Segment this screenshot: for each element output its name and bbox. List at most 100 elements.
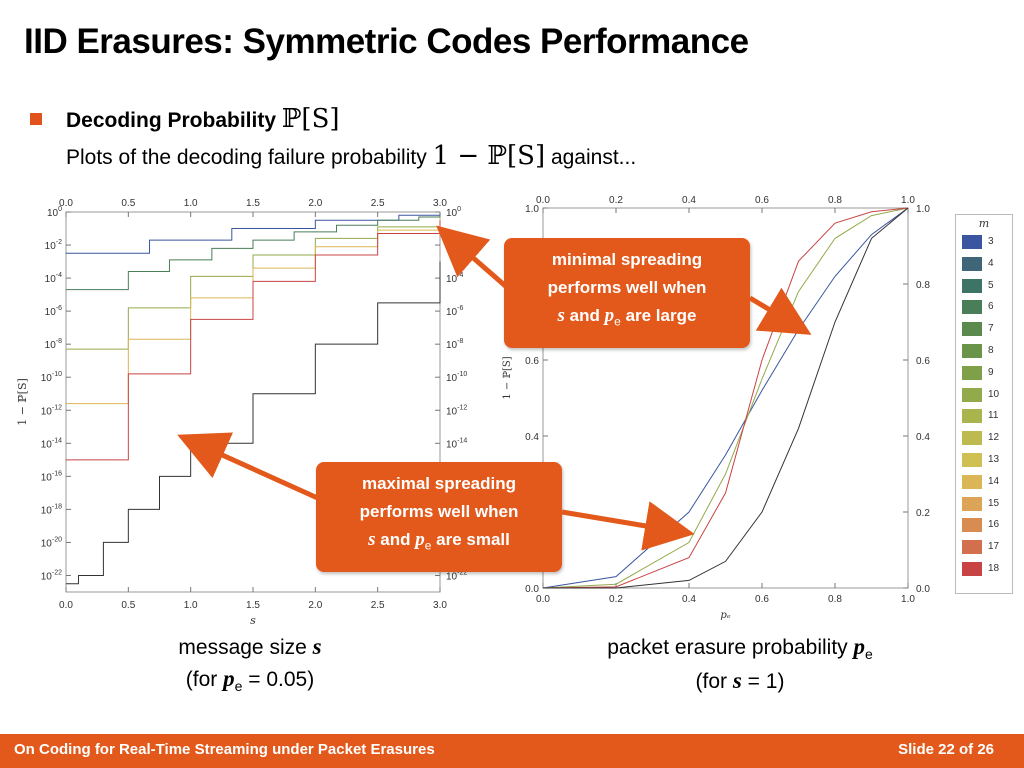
callout-and: and <box>569 306 600 325</box>
legend-title: m <box>978 217 990 230</box>
arrow-to-right-bottom <box>561 501 695 551</box>
legend-swatch <box>962 278 982 293</box>
arrow-to-right-top <box>748 287 812 335</box>
bullet-subtext-math: 1 − ℙ[S] <box>432 141 546 171</box>
y-tick-label: 0.6 <box>525 356 539 367</box>
y-tick-exp: -12 <box>52 404 62 411</box>
arrow-to-left-bottom <box>177 432 324 503</box>
x-axis-label: s <box>250 614 256 627</box>
legend-item: 6 <box>962 300 1008 316</box>
callout-and: and <box>380 530 411 549</box>
legend-swatch <box>962 344 982 358</box>
x-tick-label: 1.0 <box>184 600 198 611</box>
series-line <box>542 207 909 589</box>
legend-item: 9 <box>962 365 1008 382</box>
caption-left-sub: e <box>234 678 243 695</box>
slide-number: Slide 22 of 26 <box>898 741 994 758</box>
y-tick-exp: -18 <box>52 503 62 510</box>
x-tick-label: 0.6 <box>755 195 769 206</box>
legend-label: 17 <box>988 541 1000 553</box>
callout-line3: s and pe are small <box>316 526 562 559</box>
legend-item: 8 <box>962 344 1008 360</box>
legend-swatch <box>962 540 982 555</box>
bullet-square-icon <box>30 113 42 125</box>
x-tick-label: 1.5 <box>246 198 260 209</box>
y-tick-exp: -6 <box>457 305 463 312</box>
footer-bar <box>0 734 1024 768</box>
x-tick-label: 0.0 <box>59 600 73 611</box>
legend-item: 4 <box>962 256 1008 273</box>
y-tick-exp: -10 <box>52 371 62 378</box>
series-line <box>543 207 909 589</box>
x-tick-label: 2.0 <box>308 198 322 209</box>
y-tick-exp: -22 <box>457 569 467 576</box>
y-tick-label: 0.8 <box>916 280 930 291</box>
caption-right-svar: s <box>732 668 742 694</box>
legend-item: 13 <box>962 453 1008 469</box>
caption-right-var: p <box>853 634 866 659</box>
callout-sub: e <box>424 538 432 553</box>
legend-label: 18 <box>988 563 1000 574</box>
callout-var-s: s <box>557 305 565 326</box>
x-tick-label: 1.0 <box>901 594 915 605</box>
series-line <box>66 213 441 254</box>
x-tick-label: 3.0 <box>433 198 447 209</box>
callout-var-s: s <box>368 529 376 550</box>
y-tick-label: 0.2 <box>916 508 930 519</box>
y-tick-exp: -8 <box>457 338 463 345</box>
y-tick-exp: -14 <box>457 437 467 444</box>
y-tick-exp: -22 <box>52 569 62 576</box>
legend-swatch <box>962 256 982 271</box>
legend-swatch <box>962 453 982 467</box>
legend-item: 7 <box>962 322 1008 338</box>
legend-item: 3 <box>962 235 1008 251</box>
callout-tail: are small <box>436 530 510 549</box>
legend-label: 7 <box>988 323 994 335</box>
caption-left-text: message size <box>178 636 307 659</box>
x-tick-label: 2.5 <box>371 198 385 209</box>
caption-right-line2: (for s = 1) <box>530 668 950 694</box>
series-line <box>66 215 441 291</box>
y-tick-exp: -2 <box>56 239 62 246</box>
x-tick-label: 0.8 <box>828 594 842 605</box>
legend-swatch <box>962 322 982 337</box>
legend-swatch <box>962 300 982 315</box>
legend-label: 16 <box>988 519 1000 531</box>
bullet-subtext-text: Plots of the decoding failure probabilit… <box>66 146 427 169</box>
callout-tail: are large <box>625 306 697 325</box>
bullet-heading: Decoding Probability ℙ[S] <box>66 104 340 134</box>
y-tick-exp: -12 <box>457 404 467 411</box>
legend-swatch <box>962 387 982 402</box>
y-tick-exp: -6 <box>56 305 62 312</box>
caption-right-line1: packet erasure probability pe <box>530 634 950 662</box>
caption-left-var: s <box>312 634 322 659</box>
legend-item: 18 <box>962 562 1008 578</box>
y-tick-exp: -20 <box>52 536 62 543</box>
arrow-to-left-top <box>436 225 512 292</box>
legend-label: 6 <box>988 301 994 313</box>
bullet-subtext: Plots of the decoding failure probabilit… <box>66 141 636 171</box>
legend-label: 14 <box>988 475 1000 487</box>
y-tick-label: 0.4 <box>525 432 539 443</box>
callout-minimal-spreading: minimal spreading performs well when s a… <box>504 238 750 348</box>
caption-right-post: = 1) <box>747 670 785 694</box>
x-tick-label: 0.4 <box>682 594 696 605</box>
x-tick-label: 1.0 <box>901 195 915 206</box>
y-tick-label: 0.0 <box>916 584 930 595</box>
x-axis-label: pₑ <box>720 610 730 621</box>
y-axis-label: 1 − ℙ[S] <box>502 356 513 399</box>
legend-swatch <box>962 431 982 446</box>
y-tick-exp: -16 <box>52 470 62 477</box>
x-tick-label: 2.0 <box>308 600 322 611</box>
caption-left: message size s (for pe = 0.05) <box>110 634 390 694</box>
legend-item: 14 <box>962 474 1008 491</box>
legend-item: 12 <box>962 431 1008 447</box>
callout-maximal-spreading: maximal spreading performs well when s a… <box>316 462 562 572</box>
callout-line1: maximal spreading <box>361 474 516 493</box>
y-tick-label: 0.4 <box>916 432 930 443</box>
x-tick-label: 3.0 <box>433 600 447 611</box>
legend-swatch <box>962 235 982 249</box>
x-tick-label: 2.5 <box>371 600 385 611</box>
